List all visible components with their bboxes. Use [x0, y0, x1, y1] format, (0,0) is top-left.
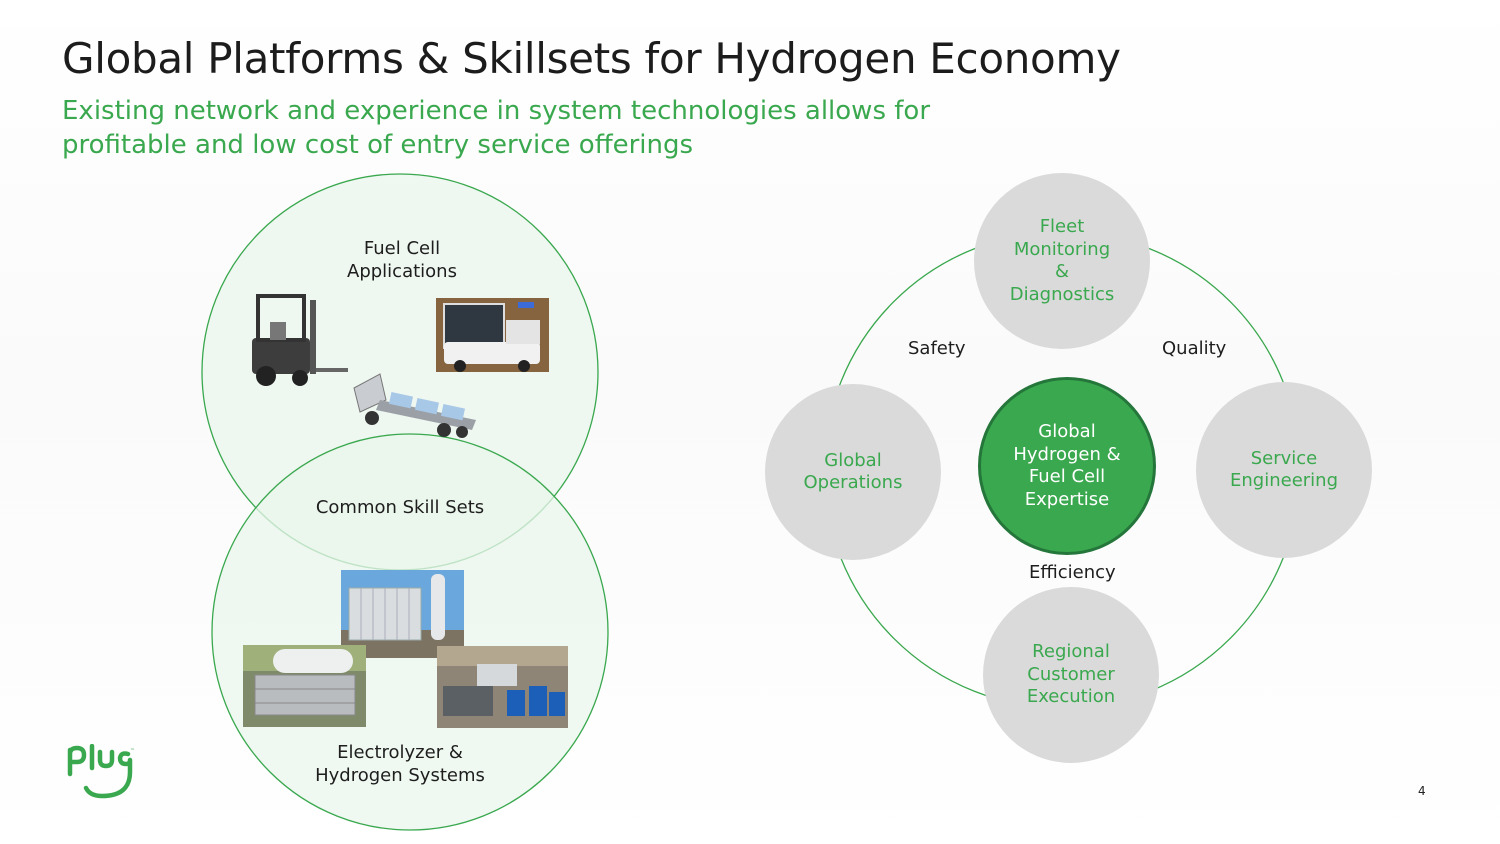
hydrogen-plant-photo	[437, 646, 568, 728]
hydrogen-tank-photo	[243, 645, 366, 727]
safety-label: Safety	[908, 338, 966, 359]
efficiency-label: Efficiency	[1029, 562, 1116, 583]
node-center-expertise-label: Global Hydrogen & Fuel Cell Expertise	[1013, 421, 1121, 510]
slide-subtitle: Existing network and experience in syste…	[62, 96, 931, 160]
slide-title: Global Platforms & Skillsets for Hydroge…	[62, 34, 1121, 83]
node-global-operations: Global Operations	[765, 384, 941, 560]
node-regional-customer: Regional Customer Execution	[983, 587, 1159, 763]
node-regional-customer-label: Regional Customer Execution	[1026, 641, 1116, 708]
node-fleet-monitoring-label: Fleet Monitoring & Diagnostics	[1009, 216, 1115, 305]
venn-top-label: Fuel Cell Applications	[347, 238, 457, 282]
node-service-engineering: Service Engineering	[1196, 382, 1372, 558]
plug-logo: ™	[67, 744, 135, 799]
node-center-expertise: Global Hydrogen & Fuel Cell Expertise	[978, 377, 1156, 555]
page-number: 4	[1418, 784, 1426, 798]
node-service-engineering-label: Service Engineering	[1230, 447, 1338, 492]
venn-overlap-label: Common Skill Sets	[315, 497, 485, 518]
node-fleet-monitoring: Fleet Monitoring & Diagnostics	[974, 173, 1150, 349]
truck-chassis-photo	[350, 360, 480, 438]
tug-vehicle-photo	[436, 298, 549, 372]
venn-bottom-label: Electrolyzer & Hydrogen Systems	[315, 742, 485, 786]
quality-label: Quality	[1162, 338, 1227, 359]
forklift-photo	[246, 292, 350, 388]
svg-text:™: ™	[130, 748, 135, 754]
node-global-operations-label: Global Operations	[803, 449, 903, 494]
